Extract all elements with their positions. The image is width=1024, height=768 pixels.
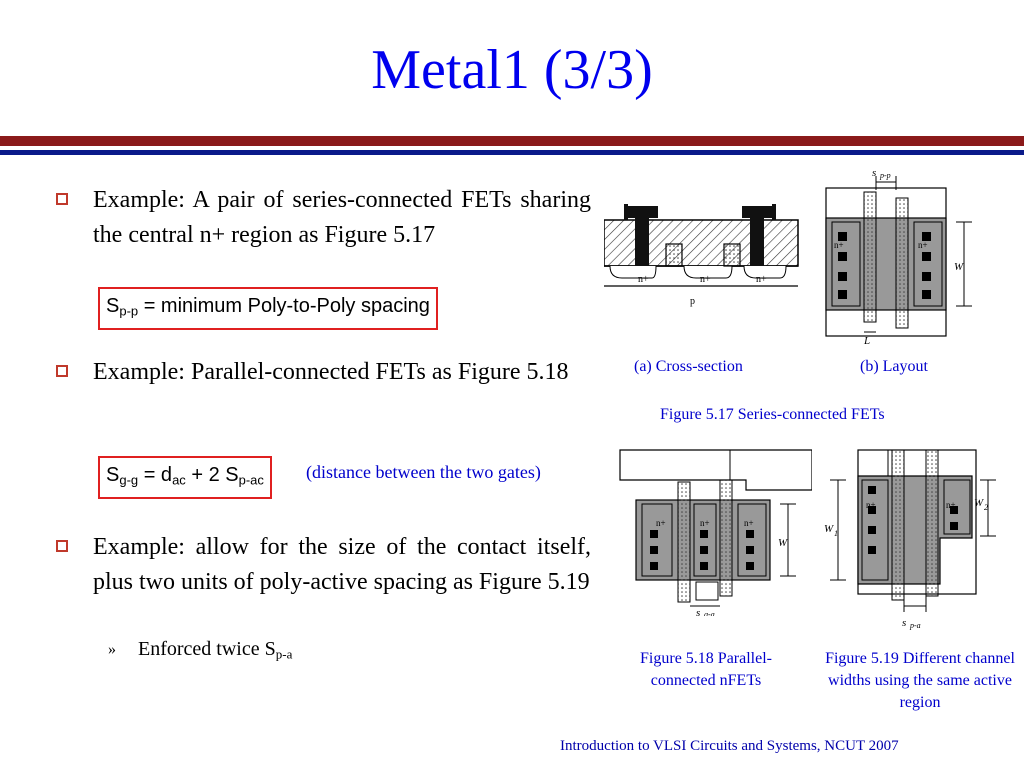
bullet-box-icon (56, 193, 68, 205)
formula-spp-sub: p-p (119, 303, 139, 319)
fig19-different-widths-layout: n+ n+ W 1 W 2 s p-a (824, 449, 996, 630)
fig17b-label-pp: p-p (879, 171, 891, 180)
bullet-box-icon (56, 540, 68, 552)
formula-spp-rest: = minimum Poly-to-Poly spacing (138, 295, 430, 317)
fig17-caption: Figure 5.17 Series-connected FETs (660, 406, 885, 423)
fig17b-label-l: L (863, 335, 870, 346)
sub-bullet-sub: p-a (275, 646, 293, 662)
formula-sgg-sub: g-g (119, 472, 139, 488)
sub-bullet-chevron-icon: » (108, 641, 116, 658)
fig17a-label-nplus-3: n+ (756, 274, 767, 285)
fig19-label-nplus-1: n+ (866, 500, 876, 510)
fig17b-label-nplus-1: n+ (834, 240, 844, 250)
fig17a-label-p: p (690, 296, 695, 307)
fig18-label-w: W (778, 537, 788, 549)
bullet-box-icon (56, 365, 68, 377)
fig17b-layout: n+ n+ s p-p W L (825, 167, 972, 346)
formula-spp-s: S (106, 295, 120, 317)
fig18-parallel-layout: n+ n+ n+ W s g-g (619, 449, 812, 616)
fig17-caption-a: (a) Cross-section (634, 358, 743, 375)
fig19-label-pa: p-a (909, 621, 921, 630)
fig17b-label-w: W (954, 261, 964, 273)
bullet-3-text: Example: allow for the size of the conta… (93, 534, 591, 595)
sub-bullet-main: Enforced twice S (138, 638, 276, 660)
fig17b-label-s: s (872, 167, 876, 179)
fig19-label-w1: W (824, 523, 834, 535)
formula-sgg-s: S (106, 464, 120, 486)
fig19-label-w1-sub: 1 (834, 529, 838, 538)
formula-sgg-eq: = d (138, 464, 173, 486)
formula-spp-box: Sp-p = minimum Poly-to-Poly spacing (98, 287, 438, 331)
sub-bullet-text: Enforced twice Sp-a (138, 638, 438, 662)
fig18-label-s: s (696, 607, 700, 616)
fig17a-cross-section: n+ n+ n+ p (604, 204, 799, 307)
fig17-caption-b: (b) Layout (860, 358, 928, 375)
fig18-label-nplus-3: n+ (744, 518, 754, 528)
formula-sgg-psub: p-ac (238, 472, 264, 488)
formula-sgg-note: (distance between the two gates) (306, 462, 541, 482)
formula-sgg-box: Sg-g = dac + 2 Sp-ac (98, 456, 272, 500)
title-rule-blue (0, 150, 1024, 155)
fig17b-label-nplus-2: n+ (918, 240, 928, 250)
fig19-label-s: s (902, 617, 906, 629)
fig17a-label-nplus-1: n+ (638, 274, 649, 285)
bullet-2-text: Example: Parallel-connected FETs as Figu… (93, 359, 569, 385)
fig18-label-gg: g-g (704, 610, 715, 616)
fig19-label-w2: W (974, 497, 984, 509)
bullet-1-text: Example: A pair of series-connected FETs… (93, 187, 591, 248)
title-rule-red (0, 136, 1024, 146)
fig18-caption: Figure 5.18 Parallel-connected nFETs (640, 650, 772, 689)
fig19-caption: Figure 5.19 Different channel widths usi… (825, 650, 1015, 711)
fig18-label-nplus-1: n+ (656, 518, 666, 528)
formula-sgg-mid: + 2 S (185, 464, 239, 486)
fig19-label-nplus-2: n+ (946, 500, 956, 510)
slide-footer: Introduction to VLSI Circuits and System… (560, 738, 899, 754)
slide-title: Metal1 (3/3) (371, 39, 653, 101)
fig18-label-nplus-2: n+ (700, 518, 710, 528)
formula-sgg-dsub: ac (172, 472, 186, 488)
fig19-label-w2-sub: 2 (984, 503, 988, 512)
fig17a-label-nplus-2: n+ (700, 274, 711, 285)
